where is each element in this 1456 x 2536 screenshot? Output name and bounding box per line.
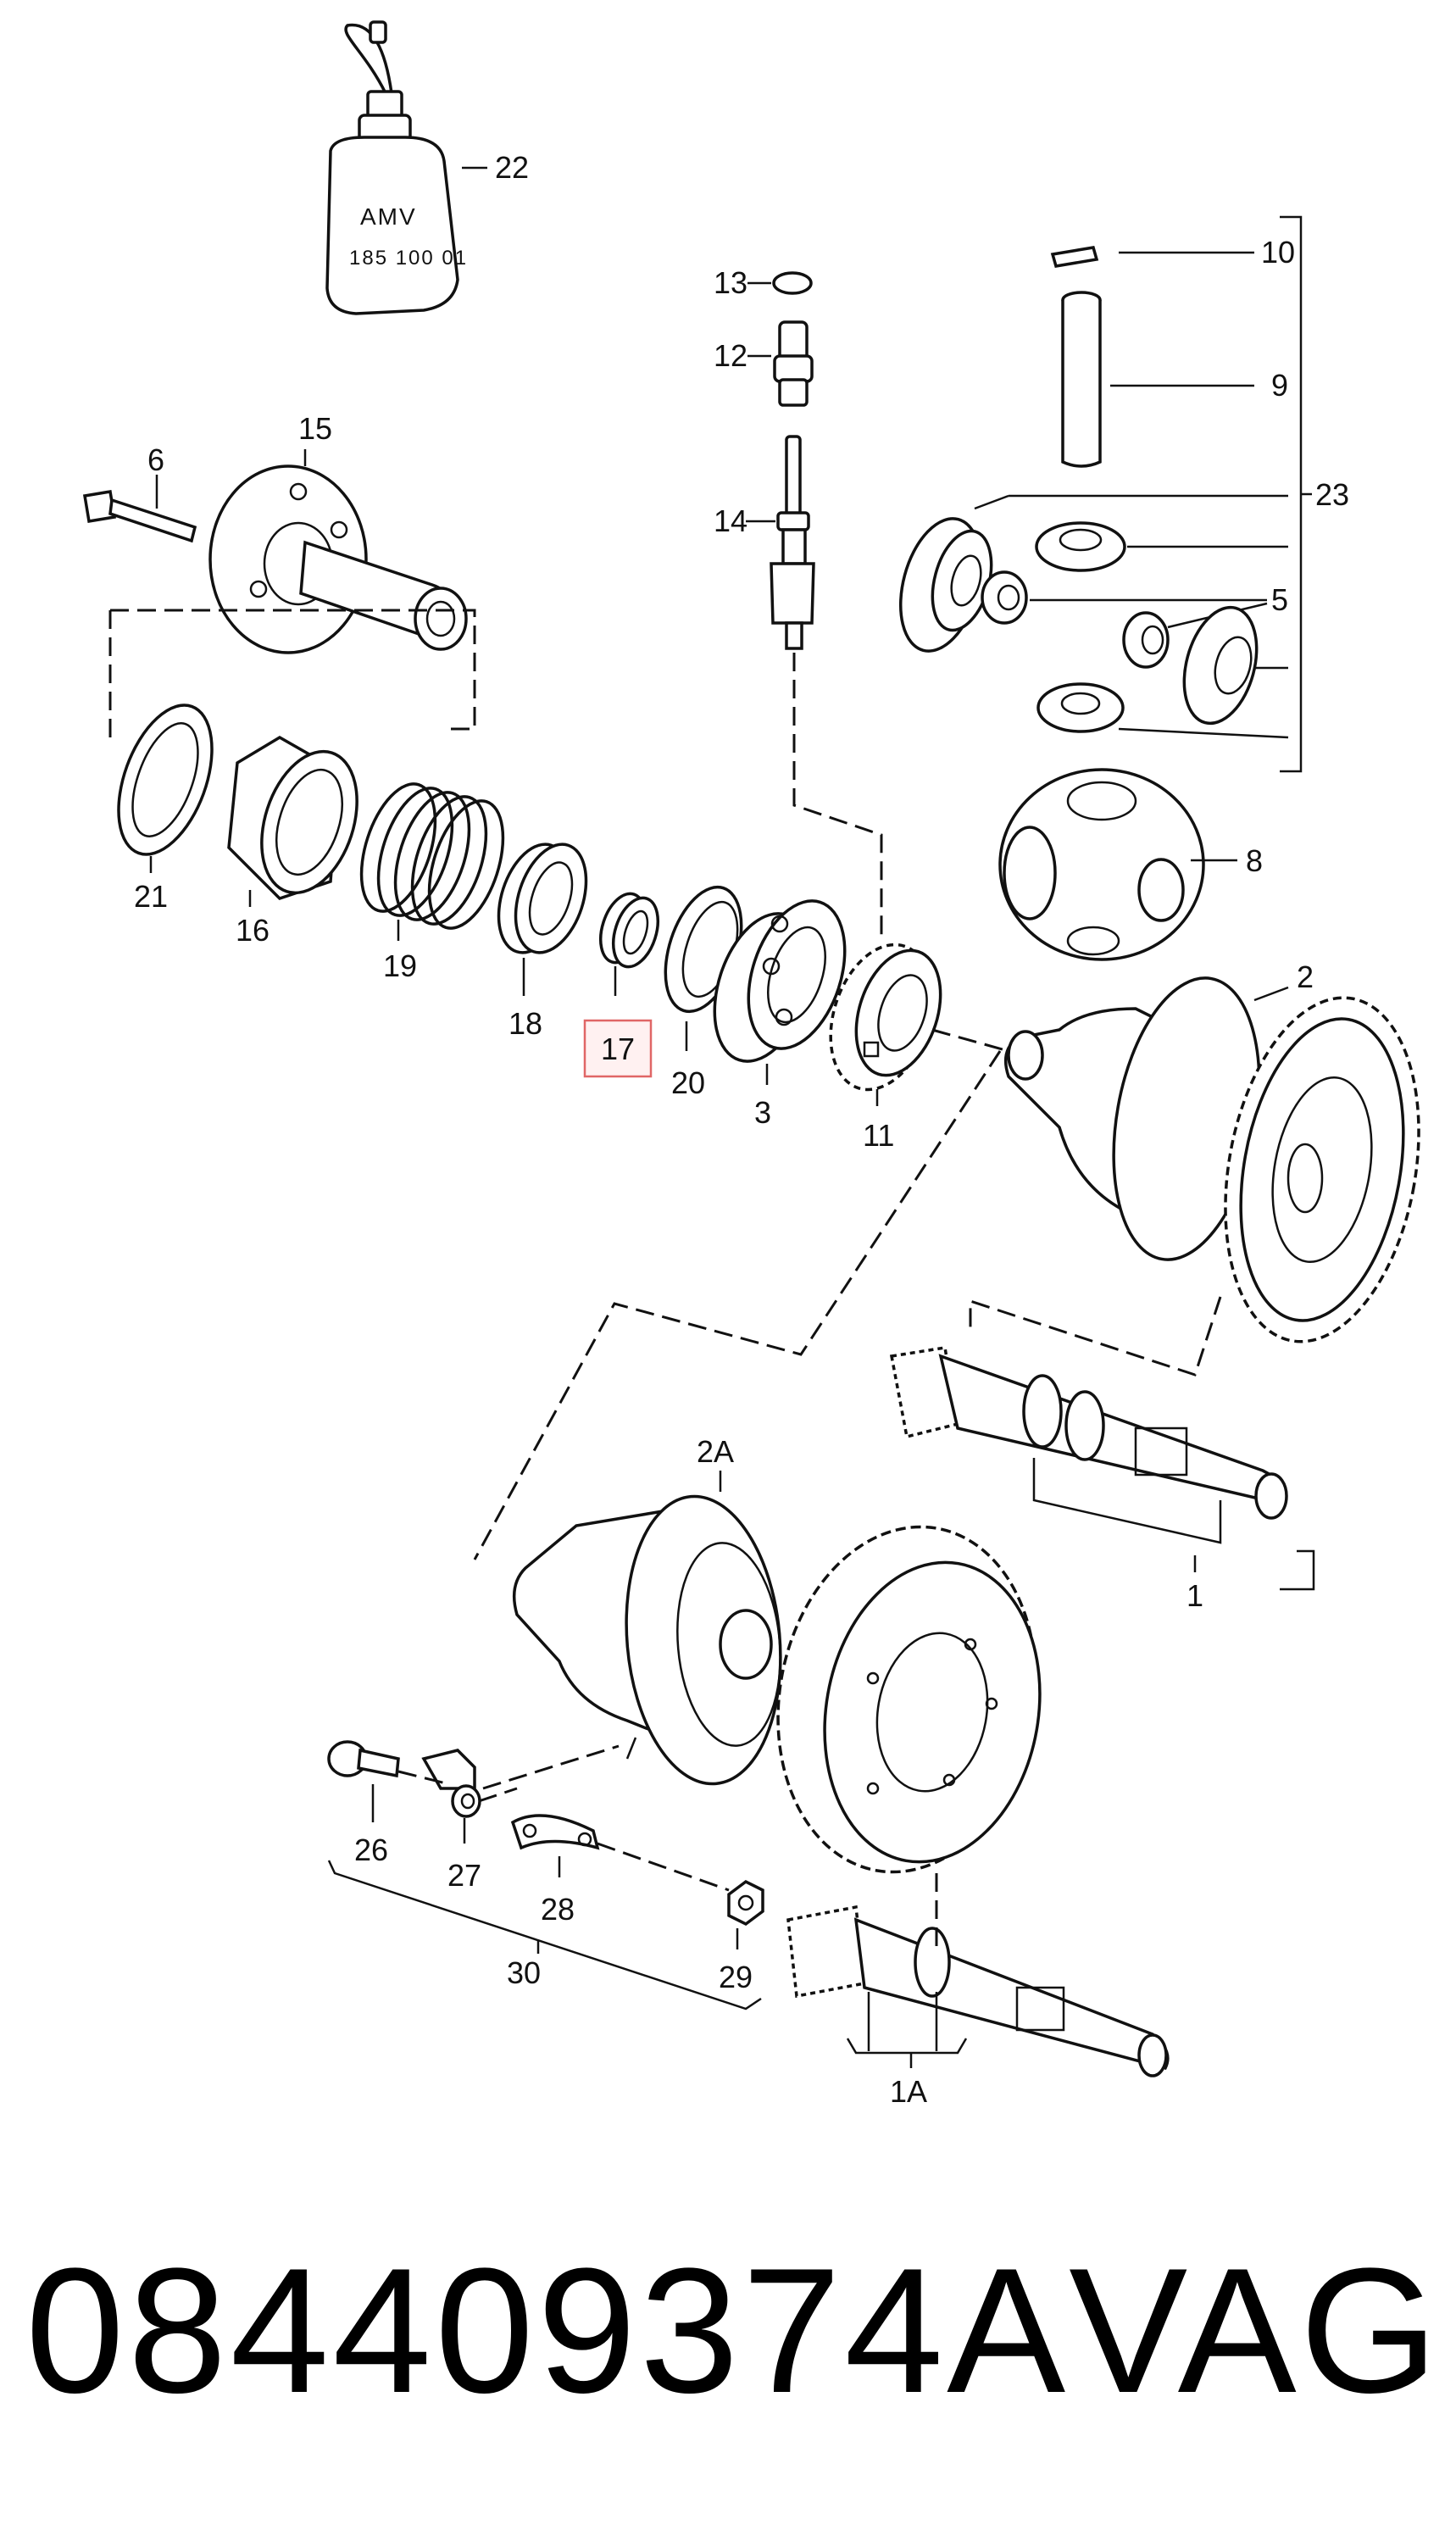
label-18: 18 xyxy=(508,1006,542,1041)
drive-pinion-part-14 xyxy=(746,435,815,650)
flange-shaft-part-15 xyxy=(208,449,468,654)
oil-bottle-text-2: 185 100 01 xyxy=(349,247,468,270)
pin-part-10 xyxy=(1050,246,1254,268)
label-21: 21 xyxy=(134,879,168,914)
label-19: 19 xyxy=(383,948,417,983)
label-5: 5 xyxy=(1271,582,1288,617)
ring-gear xyxy=(776,1525,1042,1874)
label-2A: 2A xyxy=(697,1434,734,1469)
label-11: 11 xyxy=(863,1118,894,1153)
lock-plate-part-27 xyxy=(421,1749,481,1844)
differential-cage-part-8 xyxy=(998,768,1237,961)
washer-part-5-right xyxy=(1122,602,1268,669)
footer-caption: 084409374A VAG xyxy=(25,2221,1438,2441)
label-16: 16 xyxy=(236,913,270,948)
clamp-part-28 xyxy=(510,1814,600,1877)
shaft-part-9 xyxy=(1061,291,1254,468)
label-2: 2 xyxy=(1297,959,1314,994)
ring-part-18 xyxy=(497,843,588,996)
gear-part-11 xyxy=(829,943,942,1106)
label-13: 13 xyxy=(714,265,747,300)
bushing-part-12 xyxy=(747,320,814,407)
side-gear-right xyxy=(1182,605,1288,726)
label-1: 1 xyxy=(1186,1578,1203,1613)
label-12: 12 xyxy=(714,338,747,373)
label-29: 29 xyxy=(719,1960,753,1994)
sleeve-part-16 xyxy=(227,735,358,907)
label-1A: 1A xyxy=(890,2074,927,2109)
label-27: 27 xyxy=(447,1858,481,1893)
label-23: 23 xyxy=(1315,477,1349,512)
label-15: 15 xyxy=(298,411,332,446)
label-17: 17 xyxy=(601,1032,635,1066)
spring-part-19 xyxy=(359,782,505,941)
seal-ring-part-21 xyxy=(117,704,214,873)
bolt-part-6 xyxy=(82,475,197,543)
bolt-part-26 xyxy=(327,1740,400,1822)
label-26: 26 xyxy=(354,1832,388,1867)
part-number: 084409374A xyxy=(25,2231,1070,2430)
label-9: 9 xyxy=(1271,368,1288,403)
label-20: 20 xyxy=(671,1065,705,1100)
differential-housing-part-2A xyxy=(512,1471,782,1786)
label-22: 22 xyxy=(495,150,529,185)
differential-housing-part-2 xyxy=(1003,976,1420,1343)
pinion-shaft-part-1A xyxy=(786,1905,1170,2077)
clamping-sleeve-part-17 xyxy=(598,892,660,996)
label-8: 8 xyxy=(1246,843,1263,878)
brand-name: VAG xyxy=(1069,2231,1442,2430)
label-6: 6 xyxy=(147,442,164,477)
bearing-part-3 xyxy=(713,899,847,1085)
label-10: 10 xyxy=(1261,235,1295,270)
label-28: 28 xyxy=(541,1892,575,1927)
nut-part-29 xyxy=(727,1879,764,1949)
planet-gear-top xyxy=(1035,521,1288,572)
planet-gear-bottom xyxy=(1036,682,1289,739)
oil-bottle-text-1: AMV xyxy=(360,203,417,230)
label-14: 14 xyxy=(714,503,747,538)
label-3: 3 xyxy=(754,1095,771,1130)
label-30: 30 xyxy=(507,1955,541,1990)
highlight-box-17 xyxy=(583,1019,653,1078)
pinion-shaft-part-1 xyxy=(889,1345,1288,1572)
side-gear-left xyxy=(898,494,1288,653)
o-ring-part-13 xyxy=(747,271,813,295)
washer-part-5-left xyxy=(981,570,1267,625)
oil-bottle-part-22: AMV 185 100 01 xyxy=(325,20,487,315)
